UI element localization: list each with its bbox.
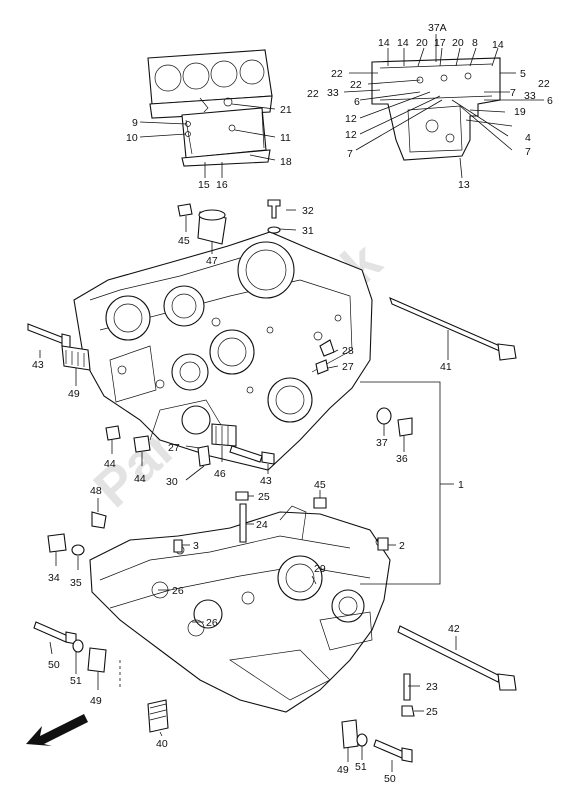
callout-32: 32 — [302, 205, 314, 217]
callout-5: 5 — [520, 68, 526, 80]
callout-22: 22 — [350, 79, 362, 91]
small-parts — [27, 199, 517, 763]
callout-29: 29 — [314, 563, 326, 575]
callout-51: 51 — [355, 761, 367, 773]
lower-crankcase — [89, 505, 391, 713]
inset-top-left — [139, 49, 276, 178]
callout-49: 49 — [90, 695, 102, 707]
callout-46: 46 — [214, 468, 226, 480]
callout-14: 14 — [378, 37, 390, 49]
callout-11: 11 — [280, 132, 291, 144]
callout-30: 30 — [166, 476, 178, 488]
callout-42: 42 — [448, 623, 460, 635]
callout-labels: 37A 14 14 20 17 20 8 14 22 5 22 22 22 33… — [32, 22, 553, 785]
leader-lines — [39, 209, 457, 772]
callout-27: 27 — [342, 361, 354, 373]
callout-14: 14 — [492, 39, 504, 51]
upper-crankcase — [73, 231, 373, 471]
callout-10: 10 — [126, 132, 138, 144]
callout-27: 27 — [168, 442, 180, 454]
callout-36: 36 — [396, 453, 408, 465]
callout-25: 25 — [426, 706, 438, 718]
callout-45: 45 — [178, 235, 190, 247]
callout-24: 24 — [256, 519, 268, 531]
callout-23: 23 — [426, 681, 438, 693]
callout-1: 1 — [458, 479, 464, 491]
callout-37: 37 — [376, 437, 388, 449]
callout-21: 21 — [280, 104, 292, 116]
inset-top-right — [343, 34, 544, 179]
callout-6: 6 — [547, 95, 553, 107]
callout-48: 48 — [90, 485, 102, 497]
callout-33: 33 — [524, 90, 536, 102]
callout-12: 12 — [345, 129, 357, 141]
callout-40: 40 — [156, 738, 168, 750]
callout-35: 35 — [70, 577, 82, 589]
front-direction-arrow — [26, 714, 88, 746]
callout-20: 20 — [452, 37, 464, 49]
callout-51: 51 — [70, 675, 82, 687]
callout-34: 34 — [48, 572, 60, 584]
callout-22: 22 — [331, 68, 343, 80]
callout-50: 50 — [384, 773, 396, 785]
callout-7: 7 — [347, 148, 353, 160]
callout-44: 44 — [134, 473, 146, 485]
callout-2: 2 — [399, 540, 405, 552]
callout-28: 28 — [342, 345, 354, 357]
callout-7: 7 — [510, 87, 516, 99]
callout-33: 33 — [327, 87, 339, 99]
callout-31: 31 — [302, 225, 314, 237]
callout-49: 49 — [337, 764, 349, 776]
callout-47: 47 — [206, 255, 218, 267]
callout-17: 17 — [434, 37, 446, 49]
callout-20: 20 — [416, 37, 428, 49]
callout-44: 44 — [104, 458, 116, 470]
callout-3: 3 — [193, 540, 199, 552]
callout-4: 4 — [525, 132, 531, 144]
callout-7: 7 — [525, 146, 531, 158]
callout-6: 6 — [354, 96, 360, 108]
callout-37a: 37A — [428, 22, 447, 34]
callout-12: 12 — [345, 113, 357, 125]
callout-26: 26 — [206, 617, 218, 629]
callout-14: 14 — [397, 37, 409, 49]
callout-41: 41 — [440, 361, 452, 373]
callout-22: 22 — [538, 78, 550, 90]
callout-8: 8 — [472, 37, 478, 49]
callout-25: 25 — [258, 491, 270, 503]
callout-15: 15 — [198, 179, 210, 191]
callout-43: 43 — [32, 359, 44, 371]
callout-13: 13 — [458, 179, 470, 191]
callout-22: 22 — [307, 88, 319, 100]
callout-19: 19 — [514, 106, 526, 118]
callout-45: 45 — [314, 479, 326, 491]
callout-49: 49 — [68, 388, 80, 400]
callout-50: 50 — [48, 659, 60, 671]
callout-9: 9 — [132, 117, 138, 129]
callout-16: 16 — [216, 179, 228, 191]
callout-43: 43 — [260, 475, 272, 487]
callout-18: 18 — [280, 156, 292, 168]
callout-26: 26 — [172, 585, 184, 597]
